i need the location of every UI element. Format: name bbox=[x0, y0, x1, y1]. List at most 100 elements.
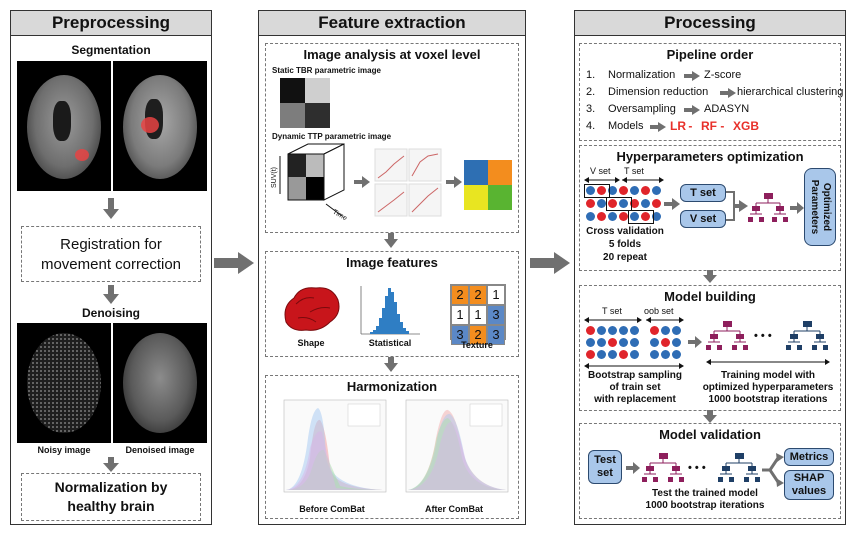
decision-tree-icon bbox=[786, 321, 828, 350]
arrow-right-icon bbox=[354, 176, 370, 188]
bootstrap-label-1: Bootstrap sampling bbox=[588, 370, 682, 381]
cv-dots-grid bbox=[584, 184, 662, 224]
bootstrap-label-2: of train set bbox=[609, 382, 661, 393]
cross-validation-label: Cross validation bbox=[586, 226, 664, 237]
feature-extraction-panel: Feature extraction Image analysis at vox… bbox=[258, 10, 526, 525]
processing-panel: Processing Pipeline order 1. Normalizati… bbox=[574, 10, 846, 525]
pipeline-step-num: 2. bbox=[586, 86, 596, 98]
arrow-right-icon bbox=[720, 88, 736, 98]
vset-label: V set bbox=[590, 166, 611, 176]
training-label-1: Training model with bbox=[721, 370, 815, 381]
arrow-right-icon bbox=[664, 198, 680, 210]
model-validation-title: Model validation bbox=[659, 427, 761, 442]
arrow-right-icon bbox=[446, 176, 462, 188]
pipeline-step: Normalization bbox=[608, 69, 676, 81]
pipeline-step: Models bbox=[608, 120, 644, 132]
double-arrow-icon bbox=[584, 363, 684, 369]
cv-folds-label: 5 folds bbox=[608, 239, 642, 250]
arrow-down-icon bbox=[384, 233, 398, 248]
arrow-down-icon bbox=[103, 198, 119, 219]
decision-tree-icon bbox=[718, 453, 760, 482]
tset-label: T set bbox=[624, 166, 644, 176]
build-tset-label: T set bbox=[602, 306, 622, 316]
texture-cell: 1 bbox=[469, 305, 487, 325]
tumor-shape-image bbox=[284, 287, 340, 331]
ttp-curve-plots bbox=[374, 148, 442, 218]
before-combat-label: Before ComBat bbox=[299, 504, 365, 514]
bracket-arrow-icon bbox=[726, 191, 748, 221]
pipeline-result: ADASYN bbox=[704, 103, 750, 115]
arrow-right-icon bbox=[214, 252, 254, 274]
segmentation-label: Segmentation bbox=[71, 43, 151, 57]
arrow-down-icon bbox=[703, 270, 717, 283]
noisy-brain-image bbox=[17, 323, 111, 443]
texture-cell: 2 bbox=[469, 325, 487, 345]
pipeline-step-num: 4. bbox=[586, 120, 596, 132]
processing-title: Processing bbox=[575, 11, 845, 36]
image-features-box: Image features Shape Statistical 2 2 1 1… bbox=[265, 251, 519, 357]
hyperparameters-box: Hyperparameters optimization V set T set… bbox=[579, 145, 841, 271]
voxel-analysis-box: Image analysis at voxel level Static TBR… bbox=[265, 43, 519, 233]
texture-cell: 1 bbox=[487, 285, 505, 305]
denoised-brain-image bbox=[113, 323, 207, 443]
pipeline-result: Z-score bbox=[704, 69, 742, 81]
hyperparameters-title: Hyperparameters optimization bbox=[616, 149, 804, 164]
pipeline-step: Dimension reduction bbox=[608, 86, 709, 98]
texture-cell: 3 bbox=[487, 305, 505, 325]
suv-axis-label: SUV(t) bbox=[271, 167, 278, 188]
harmonization-box: Harmonization Before ComBat After ComBat bbox=[265, 375, 519, 519]
arrow-right-icon bbox=[530, 252, 570, 274]
before-combat-plot bbox=[283, 399, 387, 493]
segmentation-brain-right bbox=[113, 61, 207, 191]
shap-values-box: SHAP values bbox=[784, 470, 834, 500]
texture-matrix: 2 2 1 1 1 3 3 2 3 bbox=[450, 284, 506, 345]
dynamic-cube-image bbox=[279, 143, 345, 217]
pipeline-order-title: Pipeline order bbox=[666, 47, 754, 62]
voxel-analysis-title: Image analysis at voxel level bbox=[303, 47, 481, 62]
statistical-label: Statistical bbox=[368, 338, 412, 348]
double-arrow-icon bbox=[584, 317, 684, 323]
normalization-label: Normalization by healthy brain bbox=[54, 479, 168, 514]
texture-cell: 3 bbox=[487, 325, 505, 345]
cv-repeat-label: 20 repeat bbox=[603, 252, 647, 263]
harmonization-title: Harmonization bbox=[346, 379, 438, 394]
statistical-histogram bbox=[360, 286, 420, 335]
texture-cell: 1 bbox=[451, 305, 469, 325]
shape-label: Shape bbox=[297, 338, 325, 348]
ellipsis-dots: • • • bbox=[688, 462, 706, 474]
arrow-down-icon bbox=[384, 357, 398, 372]
ttp-color-map bbox=[464, 160, 512, 210]
arrow-right-icon bbox=[790, 202, 804, 214]
texture-cell: 2 bbox=[469, 285, 487, 305]
vset-box: V set bbox=[680, 210, 726, 228]
after-combat-label: After ComBat bbox=[424, 504, 483, 514]
model-lr: LR bbox=[670, 119, 686, 133]
arrow-right-icon bbox=[650, 122, 666, 132]
test-label-1: Test the trained model bbox=[652, 488, 758, 499]
static-tbr-label: Static TBR parametric image bbox=[272, 66, 381, 75]
model-xgb: XGB bbox=[733, 119, 760, 133]
arrow-down-icon bbox=[703, 410, 717, 423]
optimized-parameters-label: Optimized Parameters bbox=[809, 179, 832, 235]
denoising-label: Denoising bbox=[81, 306, 140, 320]
test-set-box: Test set bbox=[588, 450, 622, 484]
oob-set-label: oob set bbox=[644, 306, 674, 316]
pipeline-result: hierarchical clustering bbox=[737, 86, 844, 98]
model-separator: - bbox=[685, 119, 696, 133]
bootstrap-label-3: with replacement bbox=[594, 394, 676, 405]
pipeline-step: Oversampling bbox=[608, 103, 676, 115]
arrow-right-icon bbox=[684, 105, 700, 115]
segmentation-brain-left bbox=[17, 61, 111, 191]
static-tbr-image bbox=[280, 78, 330, 128]
tset-box: T set bbox=[680, 184, 726, 202]
fork-arrow-icon bbox=[762, 453, 784, 487]
preprocessing-title: Preprocessing bbox=[11, 11, 211, 36]
denoised-image-label: Denoised image bbox=[125, 445, 195, 455]
arrow-down-icon bbox=[103, 457, 119, 472]
training-label-2: optimized hyperparameters bbox=[702, 382, 834, 393]
after-combat-plot bbox=[405, 399, 509, 493]
model-building-title: Model building bbox=[664, 289, 756, 304]
texture-label: Texture bbox=[461, 340, 493, 350]
bootstrap-dots-grid bbox=[586, 326, 686, 360]
image-features-title: Image features bbox=[346, 255, 438, 270]
